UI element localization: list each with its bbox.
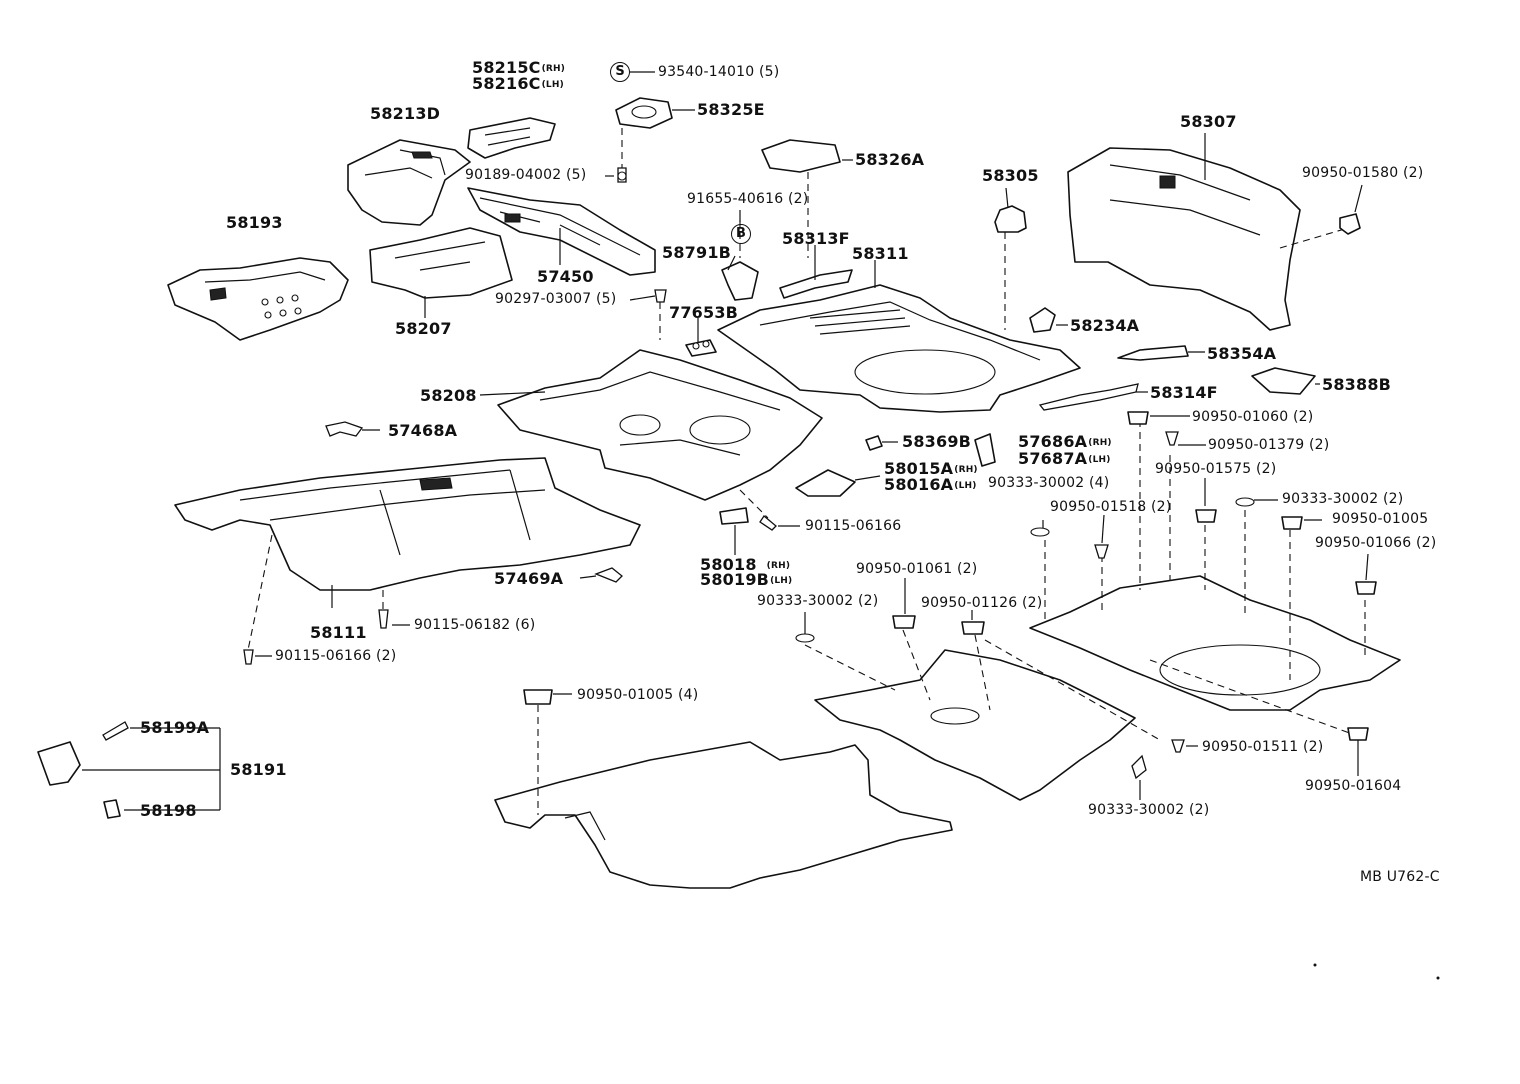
label-58016A: 58016A(LH) bbox=[884, 475, 977, 494]
label-58018: 58018(RH) bbox=[700, 555, 791, 574]
part-58369B-shape bbox=[865, 435, 883, 451]
label-90950-01575: 90950-01575 (2) bbox=[1155, 461, 1277, 477]
part-57469A-shape bbox=[594, 567, 623, 583]
label-58325E: 58325E bbox=[697, 100, 765, 119]
label-90333-30002-2a: 90333-30002 (2) bbox=[1282, 491, 1404, 507]
label-58193: 58193 bbox=[226, 213, 283, 232]
part-58314F-shape bbox=[1038, 383, 1139, 411]
part-58388B-shape bbox=[1251, 367, 1316, 395]
label-58111: 58111 bbox=[310, 623, 367, 642]
label-58313F: 58313F bbox=[782, 229, 850, 248]
label-58019B: 58019B(LH) bbox=[700, 570, 793, 589]
bolt-90115-06166-shape bbox=[739, 489, 777, 531]
part-58208-shape bbox=[497, 349, 823, 501]
label-58307: 58307 bbox=[1180, 112, 1237, 131]
label-90950-01379: 90950-01379 (2) bbox=[1208, 437, 1330, 453]
part-58111-shape bbox=[174, 457, 641, 651]
label-93540-14010: 93540-14010 (5) bbox=[658, 64, 780, 80]
label-57686A: 57686A(RH) bbox=[1018, 432, 1112, 451]
standard-part-symbol: S bbox=[610, 62, 630, 82]
label-58326A: 58326A bbox=[855, 150, 925, 169]
label-58311: 58311 bbox=[852, 244, 909, 263]
bolt-symbol: B bbox=[731, 224, 751, 244]
label-90950-01518: 90950-01518 (2) bbox=[1050, 499, 1172, 515]
label-90950-01580: 90950-01580 (2) bbox=[1302, 165, 1424, 181]
rear-carpet-shape bbox=[1029, 420, 1401, 736]
label-90189-04002: 90189-04002 (5) bbox=[465, 167, 587, 183]
label-90333-30002-2b: 90333-30002 (2) bbox=[757, 593, 879, 609]
label-58215C: 58215C(RH) bbox=[472, 58, 566, 77]
part-58311-shape bbox=[717, 232, 1081, 413]
label-90950-01061: 90950-01061 (2) bbox=[856, 561, 978, 577]
part-58191-set bbox=[37, 721, 221, 819]
label-58305: 58305 bbox=[982, 166, 1039, 185]
label-57687A: 57687A(LH) bbox=[1018, 449, 1111, 468]
label-58354A: 58354A bbox=[1207, 344, 1277, 363]
label-90950-01005-4: 90950-01005 (4) bbox=[577, 687, 699, 703]
label-58198: 58198 bbox=[140, 801, 197, 820]
part-77653B-shape bbox=[654, 289, 717, 357]
part-58354A-shape bbox=[1117, 345, 1189, 361]
front-carpet-shape bbox=[494, 705, 953, 889]
middle-carpet-shape bbox=[804, 629, 1161, 801]
label-90950-01005: 90950-01005 bbox=[1332, 511, 1429, 527]
label-90950-01604: 90950-01604 bbox=[1305, 778, 1402, 794]
label-90115-06166: 90115-06166 bbox=[805, 518, 902, 534]
label-58015A: 58015A(RH) bbox=[884, 459, 978, 478]
part-58307-shape bbox=[1067, 147, 1361, 331]
part-58215C-shape bbox=[467, 117, 556, 159]
label-90115-06166-2: 90115-06166 (2) bbox=[275, 648, 397, 664]
part-58207-shape bbox=[369, 227, 513, 299]
label-57468A: 57468A bbox=[388, 421, 458, 440]
plug-grommets bbox=[243, 171, 1377, 753]
part-57686A-shape bbox=[974, 433, 996, 467]
label-58213D: 58213D bbox=[370, 104, 441, 123]
part-58018-shape bbox=[719, 507, 749, 555]
label-58199A: 58199A bbox=[140, 718, 210, 737]
part-58305-shape bbox=[994, 205, 1027, 233]
part-58015A-shape bbox=[795, 469, 856, 497]
label-58791B: 58791B bbox=[662, 243, 732, 262]
part-58213D-shape bbox=[347, 139, 471, 226]
label-90950-01511: 90950-01511 (2) bbox=[1202, 739, 1324, 755]
label-58314F: 58314F bbox=[1150, 383, 1218, 402]
label-90950-01066: 90950-01066 (2) bbox=[1315, 535, 1437, 551]
label-91655-40616: 91655-40616 (2) bbox=[687, 191, 809, 207]
label-90297-03007: 90297-03007 (5) bbox=[495, 291, 617, 307]
label-58191: 58191 bbox=[230, 760, 287, 779]
part-58313F-shape bbox=[779, 269, 853, 299]
label-58207: 58207 bbox=[395, 319, 452, 338]
part-57468A-shape bbox=[325, 421, 364, 437]
label-90950-01060: 90950-01060 (2) bbox=[1192, 409, 1314, 425]
label-90115-06182: 90115-06182 (6) bbox=[414, 617, 536, 633]
label-58208: 58208 bbox=[420, 386, 477, 405]
part-58326A-shape bbox=[761, 139, 841, 258]
label-90950-01126: 90950-01126 (2) bbox=[921, 595, 1043, 611]
label-58234A: 58234A bbox=[1070, 316, 1140, 335]
label-90333-30002-2c: 90333-30002 (2) bbox=[1088, 802, 1210, 818]
part-57450-shape bbox=[467, 187, 656, 276]
label-57450: 57450 bbox=[537, 267, 594, 286]
label-58388B: 58388B bbox=[1322, 375, 1392, 394]
label-77653B: 77653B bbox=[669, 303, 739, 322]
label-58216C: 58216C(LH) bbox=[472, 74, 564, 93]
label-90333-30002-4: 90333-30002 (4) bbox=[988, 475, 1110, 491]
part-58325E-shape bbox=[615, 97, 673, 183]
leader-lines bbox=[255, 71, 1369, 800]
label-57469A: 57469A bbox=[494, 569, 564, 588]
part-58234A-shape bbox=[1029, 307, 1056, 333]
part-58193-shape bbox=[167, 257, 349, 341]
diagram-code: MB U762-C bbox=[1360, 869, 1440, 885]
label-58369B: 58369B bbox=[902, 432, 972, 451]
